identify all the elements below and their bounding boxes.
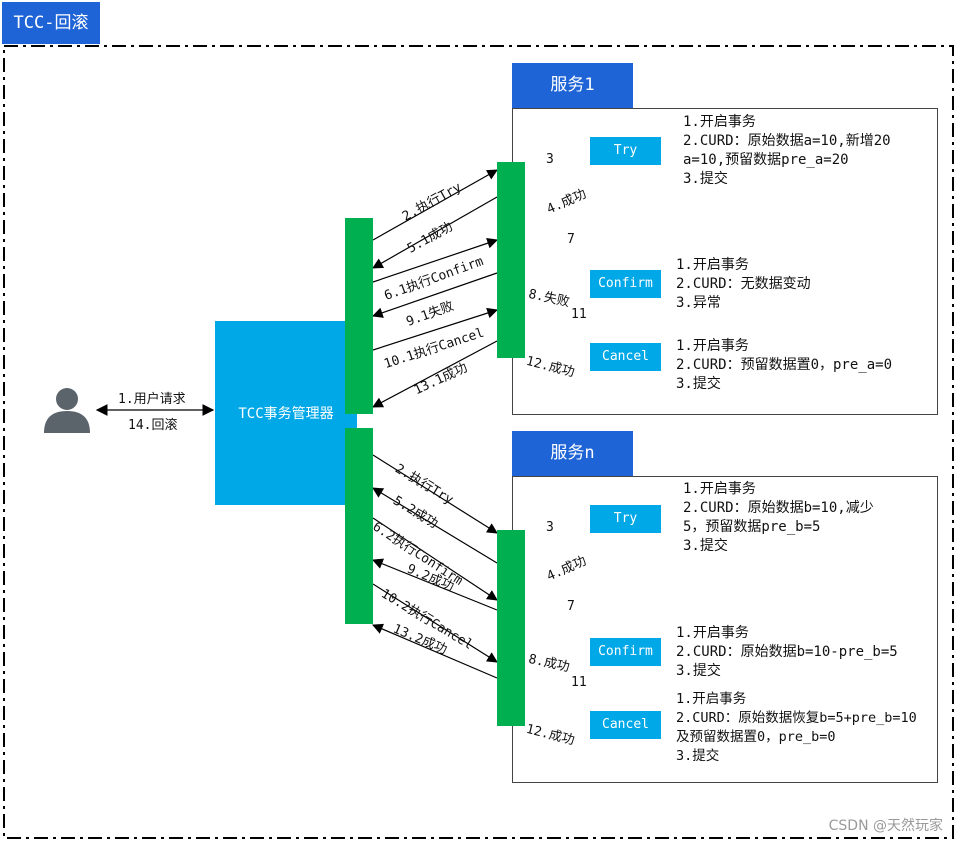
label-sn-3: 3 [546, 520, 554, 535]
note-line: 2.CURD：原始数据b=10,减少 [683, 500, 874, 516]
service-1-confirm: Confirm [590, 270, 661, 298]
service-n-try: Try [590, 505, 661, 533]
arrow-confirm-1-fail [371, 272, 498, 318]
tcc-manager-box: TCC事务管理器 [215, 321, 357, 505]
arrow-try-1 [372, 169, 498, 241]
manager-lifeline-1 [345, 218, 373, 414]
note-line: 3.提交 [676, 748, 720, 764]
tcc-manager-label: TCC事务管理器 [238, 406, 334, 422]
label-s1-7: 7 [567, 232, 575, 247]
service-1-confirm-notes: 1.开启事务 2.CURD：无数据变动 3.异常 [676, 256, 811, 313]
note-line: a=10,预留数据pre_a=20 [683, 152, 849, 168]
note-line: 3.提交 [683, 538, 728, 554]
service-1-try-notes: 1.开启事务 2.CURD：原始数据a=10,新增20 a=10,预留数据pre… [683, 113, 891, 189]
service-1-cancel: Cancel [590, 343, 661, 371]
service-n-confirm: Confirm [590, 638, 661, 666]
service-1-cancel-notes: 1.开启事务 2.CURD：预留数据置0，pre_a=0 3.提交 [676, 337, 892, 394]
note-line: 3.提交 [676, 663, 721, 679]
label-sn-11: 11 [571, 675, 587, 690]
service-n-lifeline [497, 530, 525, 726]
note-line: 3.异常 [676, 295, 721, 311]
note-line: 3.提交 [676, 376, 721, 392]
note-line: 1.开启事务 [683, 481, 756, 497]
arrow-cancel-1-success [372, 340, 498, 408]
watermark: CSDN @天然玩家 [828, 818, 943, 834]
diagram-title: TCC-回滚 [2, 2, 100, 44]
arrow-confirm-1 [372, 238, 499, 283]
user-request-label: 1.用户请求 [118, 392, 186, 407]
service-1-box [512, 108, 938, 415]
service-n-confirm-notes: 1.开启事务 2.CURD：原始数据b=10-pre_b=5 3.提交 [676, 624, 898, 681]
note-line: 2.CURD：无数据变动 [676, 276, 811, 292]
service-n-cancel: Cancel [590, 711, 661, 739]
note-line: 1.开启事务 [676, 257, 749, 273]
manager-lifeline-2 [345, 428, 373, 624]
note-line: 1.开启事务 [683, 114, 756, 130]
arrow-try-2-success [372, 487, 498, 564]
user-icon [44, 388, 90, 433]
user-response-label: 14.回滚 [128, 418, 178, 433]
arrow-try-1-success [372, 196, 498, 269]
service-1-try: Try [590, 137, 661, 165]
service-1-lifeline [497, 162, 525, 358]
note-line: 5，预留数据pre_b=5 [683, 519, 821, 535]
arrow-confirm-2-success [371, 558, 498, 611]
note-line: 1.开启事务 [676, 691, 747, 707]
note-line: 2.CURD：原始数据恢复b=5+pre_b=10 [676, 710, 917, 726]
service-n-title: 服务n [512, 431, 633, 476]
note-line: 2.CURD：预留数据置0，pre_a=0 [676, 357, 893, 373]
note-line: 2.CURD：原始数据b=10-pre_b=5 [676, 644, 898, 660]
service-n-box [512, 476, 938, 783]
service-n-try-notes: 1.开启事务 2.CURD：原始数据b=10,减少 5，预留数据pre_b=5 … [683, 480, 874, 556]
note-line: 3.提交 [683, 171, 728, 187]
arrow-cancel-1 [372, 307, 499, 351]
label-s1-11: 11 [571, 307, 587, 322]
arrow-cancel-2-success [372, 623, 498, 679]
arrow-cancel-2 [372, 583, 498, 663]
arrow-confirm-2 [372, 517, 498, 601]
service-n-cancel-notes: 1.开启事务 2.CURD：原始数据恢复b=5+pre_b=10 及预留数据置0… [676, 690, 917, 766]
note-line: 及预留数据置0，pre_b=0 [676, 729, 836, 745]
service-1-title: 服务1 [512, 63, 633, 108]
label-s1-3: 3 [546, 152, 554, 167]
note-line: 2.CURD：原始数据a=10,新增20 [683, 133, 891, 149]
note-line: 1.开启事务 [676, 625, 749, 641]
label-sn-7: 7 [567, 599, 575, 614]
outer-frame [3, 45, 954, 839]
note-line: 1.开启事务 [676, 338, 749, 354]
arrow-try-2 [372, 454, 498, 534]
